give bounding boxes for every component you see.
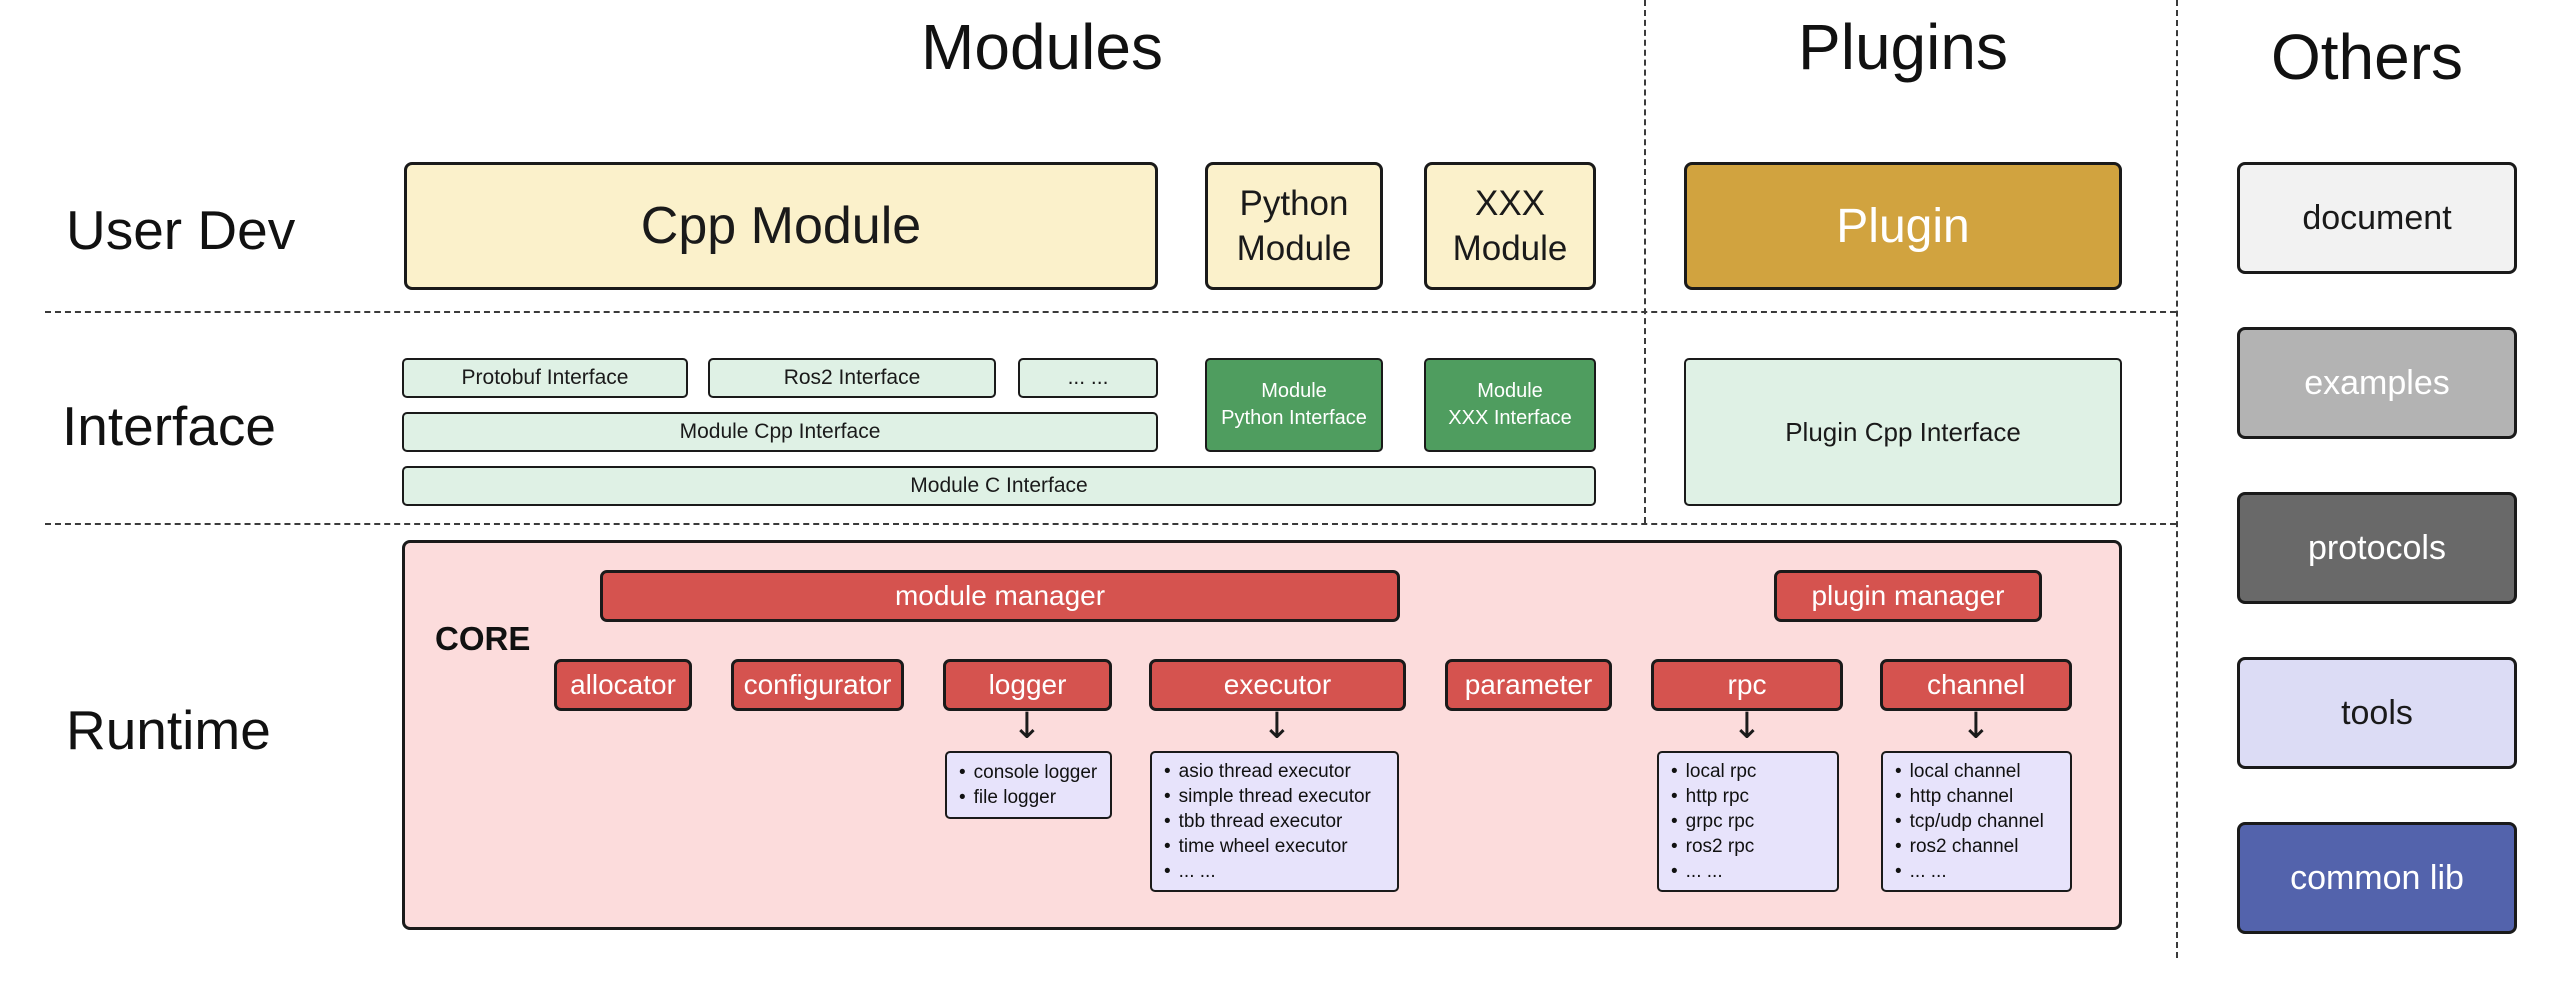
- down-arrow-icon: ↓: [1261, 706, 1293, 747]
- list-item: ... ...: [1895, 859, 2044, 884]
- component-channel: channel: [1880, 659, 2072, 711]
- module-python-interface-box: Module Python Interface: [1205, 358, 1383, 452]
- rpc-impl-items: local rpchttp rpcgrpc rpcros2 rpc... ...: [1659, 751, 1768, 892]
- down-arrow-icon: ↓: [1011, 706, 1043, 747]
- others-protocols-box: protocols: [2237, 492, 2517, 604]
- python-module-box: Python Module: [1205, 162, 1383, 290]
- protobuf-interface-box: Protobuf Interface: [402, 358, 688, 398]
- others-common-lib-box: common lib: [2237, 822, 2517, 934]
- list-item: tbb thread executor: [1164, 809, 1371, 834]
- list-item: http rpc: [1671, 784, 1756, 809]
- interface-ellipsis-box: ... ...: [1018, 358, 1158, 398]
- logger-impl-items: console loggerfile logger: [947, 752, 1109, 818]
- plugin-cpp-interface-box: Plugin Cpp Interface: [1684, 358, 2122, 506]
- core-label: CORE: [435, 620, 531, 657]
- component-rpc: rpc: [1651, 659, 1843, 711]
- list-item: console logger: [959, 760, 1098, 785]
- list-item: file logger: [959, 785, 1097, 810]
- xxx-module-box: XXX Module: [1424, 162, 1596, 290]
- cpp-module-box: Cpp Module: [404, 162, 1158, 290]
- divider-user-dev-interface: [45, 311, 2176, 313]
- executor-impl-items: asio thread executorsimple thread execut…: [1152, 751, 1383, 892]
- module-c-interface-box: Module C Interface: [402, 466, 1596, 506]
- module-xxx-interface-box: Module XXX Interface: [1424, 358, 1596, 452]
- ros2-interface-box: Ros2 Interface: [708, 358, 996, 398]
- row-label-runtime: Runtime: [66, 699, 271, 761]
- module-manager-box: module manager: [600, 570, 1400, 622]
- channel-impl-items: local channelhttp channeltcp/udp channel…: [1883, 751, 2056, 892]
- divider-modules-plugins: [1644, 0, 1646, 523]
- list-item: time wheel executor: [1164, 834, 1371, 859]
- logger-impl-list: console loggerfile logger: [945, 751, 1112, 819]
- rpc-impl-list: local rpchttp rpcgrpc rpcros2 rpc... ...: [1657, 751, 1839, 892]
- executor-impl-list: asio thread executorsimple thread execut…: [1150, 751, 1399, 892]
- divider-interface-runtime: [45, 523, 2176, 525]
- list-item: local channel: [1895, 759, 2044, 784]
- list-item: ros2 rpc: [1671, 834, 1756, 859]
- divider-plugins-others: [2176, 0, 2178, 958]
- others-document-box: document: [2237, 162, 2517, 274]
- component-executor: executor: [1149, 659, 1406, 711]
- component-configurator: configurator: [731, 659, 904, 711]
- others-examples-box: examples: [2237, 327, 2517, 439]
- channel-impl-list: local channelhttp channeltcp/udp channel…: [1881, 751, 2072, 892]
- list-item: asio thread executor: [1164, 759, 1371, 784]
- component-logger: logger: [943, 659, 1112, 711]
- list-item: grpc rpc: [1671, 809, 1756, 834]
- down-arrow-icon: ↓: [1731, 706, 1763, 747]
- plugin-box: Plugin: [1684, 162, 2122, 290]
- list-item: ... ...: [1671, 859, 1756, 884]
- row-label-interface: Interface: [62, 395, 277, 457]
- section-title-others: Others: [2270, 21, 2464, 93]
- component-parameter: parameter: [1445, 659, 1612, 711]
- down-arrow-icon: ↓: [1960, 706, 1992, 747]
- row-label-user-dev: User Dev: [66, 199, 296, 261]
- section-title-plugins: Plugins: [1798, 11, 2008, 83]
- others-tools-box: tools: [2237, 657, 2517, 769]
- list-item: tcp/udp channel: [1895, 809, 2044, 834]
- list-item: local rpc: [1671, 759, 1757, 784]
- module-cpp-interface-box: Module Cpp Interface: [402, 412, 1158, 452]
- list-item: ros2 channel: [1895, 834, 2044, 859]
- plugin-manager-box: plugin manager: [1774, 570, 2042, 622]
- list-item: ... ...: [1164, 859, 1371, 884]
- list-item: simple thread executor: [1164, 784, 1371, 809]
- section-title-modules: Modules: [921, 11, 1163, 83]
- list-item: http channel: [1895, 784, 2044, 809]
- component-allocator: allocator: [554, 659, 692, 711]
